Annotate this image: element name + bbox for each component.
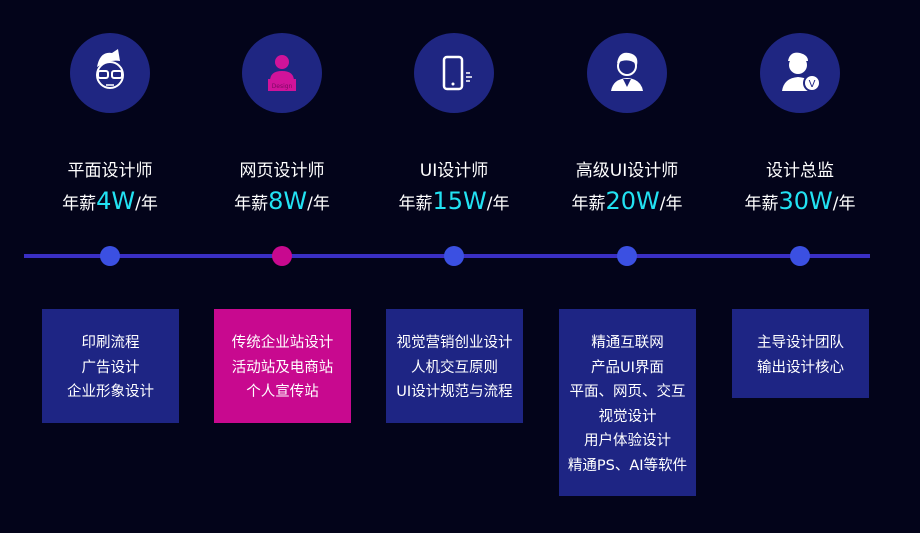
mobile-phone-icon (414, 33, 494, 113)
skills-box: 精通互联网产品UI界面平面、网页、交互视觉设计用户体验设计精通PS、AI等软件 (559, 309, 696, 496)
salary: 年薪4W/年 (24, 187, 196, 215)
skill-item: 印刷流程 (81, 335, 140, 351)
salary-suffix: /年 (486, 194, 510, 214)
timeline-dot (444, 246, 464, 266)
skill-item: 传统企业站设计 (231, 335, 334, 351)
skill-item: 活动站及电商站 (231, 359, 334, 376)
skills-box: 主导设计团队输出设计核心 (732, 309, 869, 398)
svg-text:Design: Design (272, 83, 293, 90)
skill-item: UI设计规范与流程 (396, 384, 513, 400)
timeline-dot (790, 246, 810, 266)
senior-person-icon (587, 33, 667, 113)
salary: 年薪15W/年 (368, 187, 540, 215)
salary-suffix: /年 (307, 194, 330, 214)
skill-item: 精通互联网 (591, 335, 664, 351)
skill-item: 视觉营销创业设计 (396, 335, 513, 351)
salary-suffix: /年 (832, 194, 856, 214)
salary-value: 30W (778, 187, 833, 215)
skill-item: 视觉设计 (598, 408, 657, 425)
skills-box: 传统企业站设计活动站及电商站个人宣传站 (214, 309, 351, 423)
skill-item: 人机交互原则 (411, 359, 498, 376)
level-title: 平面设计师 (67, 161, 153, 181)
skill-item: 企业形象设计 (67, 384, 154, 400)
salary: 年薪20W/年 (541, 187, 713, 215)
level-title: 高级UI设计师 (575, 161, 679, 181)
level-title: 设计总监 (766, 161, 834, 181)
skill-item: 产品UI界面 (591, 359, 664, 376)
skill-item: 用户体验设计 (584, 433, 671, 449)
salary-prefix: 年薪 (234, 194, 269, 214)
skills-box: 印刷流程广告设计企业形象设计 (42, 309, 179, 423)
salary-suffix: /年 (135, 194, 158, 214)
salary: 年薪30W/年 (714, 187, 886, 215)
timeline-dot (272, 246, 292, 266)
timeline-dot (617, 246, 637, 266)
salary-prefix: 年薪 (744, 194, 779, 214)
level-title: 网页设计师 (239, 161, 325, 181)
skill-item: 精通PS、AI等软件 (567, 457, 688, 474)
svg-text:V: V (809, 79, 816, 90)
salary-prefix: 年薪 (398, 194, 433, 214)
timeline-dot (100, 246, 120, 266)
skill-item: 个人宣传站 (246, 384, 319, 400)
skill-item: 平面、网页、交互 (569, 384, 686, 400)
salary: 年薪8W/年 (196, 187, 368, 215)
skill-item: 主导设计团队 (757, 335, 844, 351)
verified-director-icon: V (760, 33, 840, 113)
salary-value: 15W (432, 187, 487, 215)
level-title: UI设计师 (419, 161, 489, 181)
skill-item: 广告设计 (81, 359, 140, 376)
designer-glasses-face-icon (70, 33, 150, 113)
skill-item: 输出设计核心 (757, 359, 844, 376)
salary-value: 8W (268, 187, 308, 215)
salary-prefix: 年薪 (571, 194, 606, 214)
salary-prefix: 年薪 (62, 194, 97, 214)
salary-value: 4W (96, 187, 136, 215)
presenter-podium-icon: Design (242, 33, 322, 113)
salary-value: 20W (605, 187, 660, 215)
salary-suffix: /年 (659, 194, 683, 214)
skills-box: 视觉营销创业设计人机交互原则 UI设计规范与流程 (386, 309, 523, 423)
